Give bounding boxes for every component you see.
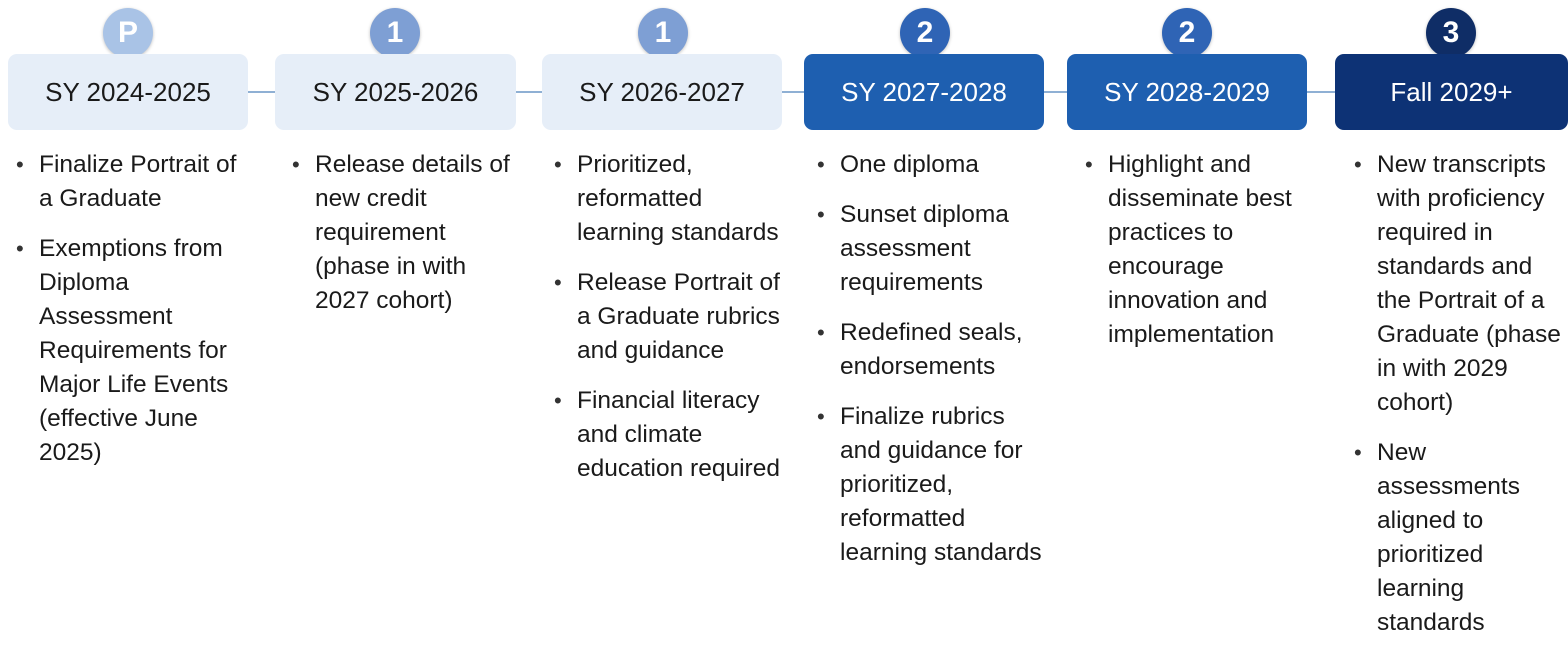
phase-badge-icon: P <box>103 8 153 58</box>
bullet-item: New transcripts with proficiency require… <box>1352 148 1568 420</box>
year-header: SY 2024-2025 <box>8 54 248 130</box>
phase-badge-icon: 2 <box>900 8 950 58</box>
year-header: SY 2025-2026 <box>275 54 516 130</box>
bullet-item: Financial literacy and climate education… <box>552 384 784 486</box>
bullet-item: Release Portrait of a Graduate rubrics a… <box>552 266 784 368</box>
bullet-item: Exemptions from Diploma Assessment Requi… <box>14 232 254 470</box>
bullet-list: New transcripts with proficiency require… <box>1352 148 1568 656</box>
bullet-list: One diploma Sunset diploma assessment re… <box>815 148 1045 586</box>
year-header: SY 2028-2029 <box>1067 54 1307 130</box>
year-header: SY 2026-2027 <box>542 54 782 130</box>
phase-badge-icon: 3 <box>1426 8 1476 58</box>
bullet-list: Prioritized, reformatted learning standa… <box>552 148 784 502</box>
bullet-item: Finalize Portrait of a Graduate <box>14 148 254 216</box>
bullet-item: Redefined seals, endorsements <box>815 316 1045 384</box>
bullet-list: Release details of new credit requiremen… <box>290 148 518 334</box>
year-header: SY 2027-2028 <box>804 54 1044 130</box>
bullet-item: Release details of new credit requiremen… <box>290 148 518 318</box>
bullet-item: Finalize rubrics and guidance for priori… <box>815 400 1045 570</box>
bullet-item: New assessments aligned to prioritized l… <box>1352 436 1568 640</box>
phase-badge-icon: 1 <box>370 8 420 58</box>
phase-badge-icon: 1 <box>638 8 688 58</box>
phase-badge-icon: 2 <box>1162 8 1212 58</box>
bullet-item: Prioritized, reformatted learning standa… <box>552 148 784 250</box>
bullet-item: One diploma <box>815 148 1045 182</box>
year-header: Fall 2029+ <box>1335 54 1568 130</box>
bullet-item: Highlight and disseminate best practices… <box>1083 148 1313 352</box>
bullet-list: Finalize Portrait of a Graduate Exemptio… <box>14 148 254 486</box>
bullet-item: Sunset diploma assessment requirements <box>815 198 1045 300</box>
bullet-list: Highlight and disseminate best practices… <box>1083 148 1313 368</box>
timeline-connector-line <box>40 91 1540 93</box>
